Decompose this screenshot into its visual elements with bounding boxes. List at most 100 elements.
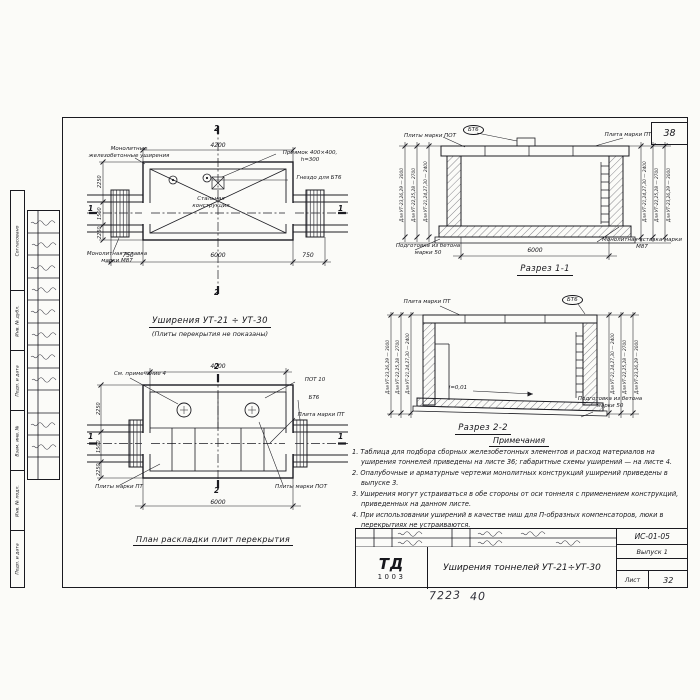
label-monolithic-insert: Монолитная вставка марки М87 bbox=[602, 237, 682, 250]
base-layer bbox=[412, 405, 608, 417]
insert-right bbox=[292, 419, 308, 468]
issue-number: Выпуск 1 bbox=[617, 545, 688, 559]
title-block-revision-grid bbox=[356, 529, 616, 548]
section-ticks bbox=[89, 374, 346, 488]
dim-4200: 4200 bbox=[210, 142, 226, 149]
label-pt-row: Плиты марки ПТ bbox=[95, 484, 143, 490]
plan-widening-title: Уширения УТ-21 ÷ УТ-30 bbox=[135, 316, 285, 328]
right-wall bbox=[608, 155, 624, 227]
leader-lines bbox=[119, 377, 301, 486]
dimension-ticks bbox=[402, 143, 668, 259]
section-1-1-title: Разрез 1-1 bbox=[513, 264, 577, 276]
label-steel-structure: Стальная конструкция bbox=[192, 196, 230, 209]
dim-rotated: Для УТ-21,24,27,30 — 2400 bbox=[406, 333, 411, 394]
section-1-1-drawing bbox=[399, 132, 671, 260]
socket-markers bbox=[168, 173, 212, 185]
section-2-2-title: Разрез 2-2 bbox=[433, 423, 533, 435]
section-ticks bbox=[89, 126, 346, 294]
tunnel-walls bbox=[87, 424, 348, 463]
label-monolithic-insert: Монолитная вставка марки М87 bbox=[86, 251, 148, 264]
base-layer bbox=[434, 236, 636, 244]
margin-cell: Взам. инв. № bbox=[11, 411, 24, 471]
tunnel-portal-step bbox=[435, 343, 450, 400]
dim-rotated: Для УТ-22,25,28 — 2700 bbox=[655, 168, 660, 222]
label-pot-row: Плиты марки ПОТ bbox=[274, 484, 327, 490]
logo-1003: 1003 bbox=[377, 573, 406, 581]
pit bbox=[211, 176, 225, 190]
ladder bbox=[600, 162, 609, 224]
section-flag-1: 1 bbox=[338, 432, 344, 441]
dim-rotated: 2250 bbox=[96, 402, 102, 415]
leader-lines bbox=[439, 303, 594, 418]
plan-widening-drawing bbox=[87, 126, 348, 294]
section-flag-2: 2 bbox=[214, 288, 220, 297]
roof-slab bbox=[422, 314, 598, 324]
slope-arrow bbox=[472, 390, 534, 397]
insert-left bbox=[128, 419, 144, 468]
empty-cell bbox=[617, 559, 688, 571]
plan-slabs-title: План раскладки плит перекрытия bbox=[118, 535, 308, 546]
revision-grid-lines bbox=[356, 529, 616, 548]
margin-cell: Подп. и дата bbox=[11, 531, 24, 587]
dim-rotated: Для УТ-23,26,29 — 3000 bbox=[635, 340, 640, 394]
dim-750: 750 bbox=[122, 252, 134, 259]
dim-rotated: Для УТ-23,26,29 — 3000 bbox=[400, 168, 405, 222]
roof-slabs bbox=[440, 145, 630, 157]
margin-table-grid bbox=[28, 211, 59, 479]
dim-6000: 6000 bbox=[210, 252, 226, 259]
label-pot-10: ПОТ 10 bbox=[304, 377, 326, 383]
slab-joints bbox=[464, 315, 546, 323]
floor-slab bbox=[438, 225, 632, 238]
dim-4000: 4000 bbox=[210, 363, 226, 370]
dim-rotated: 2250 bbox=[97, 226, 103, 239]
section-flag-2: 2 bbox=[214, 486, 220, 495]
dimension-ticks bbox=[388, 312, 636, 416]
margin-cell: Инв. № подл. bbox=[11, 471, 24, 531]
dim-rotated: 1500 bbox=[96, 440, 102, 453]
dim-6000: 6000 bbox=[527, 247, 543, 254]
title-block: ТД 1003 Уширения тоннелей УТ-21÷УТ-30 ИС… bbox=[355, 528, 688, 589]
handwritten-number: 40 bbox=[469, 589, 487, 604]
slab-joints bbox=[484, 146, 574, 156]
document-title-cell: Уширения тоннелей УТ-21÷УТ-30 bbox=[428, 547, 616, 589]
label-concrete-base: Подготовка из бетона марки 50 bbox=[395, 243, 461, 256]
dim-rotated: 2250 bbox=[96, 463, 102, 476]
section-2-2-drawing bbox=[387, 303, 639, 418]
document-title: Уширения тоннелей УТ-21÷УТ-30 bbox=[443, 563, 601, 573]
dim-rotated: 1500 bbox=[97, 207, 103, 220]
margin-stamp-strip: Согласовано Инв. № дубл. Подп. и дата Вз… bbox=[10, 190, 25, 588]
right-wall bbox=[582, 322, 598, 406]
dimension-ticks bbox=[100, 147, 328, 265]
left-wall bbox=[422, 322, 436, 406]
label-see-note-4: См. примечание 4 bbox=[113, 371, 167, 377]
left-wall bbox=[446, 155, 462, 227]
document-code: ИС-01-05 bbox=[617, 529, 688, 545]
margin-cell: Подп. и дата bbox=[11, 351, 24, 411]
handwritten-number: 7223 bbox=[428, 588, 462, 603]
dim-rotated: Для УТ-22,25,28 — 2700 bbox=[396, 340, 401, 394]
label-slabs-pot: Плиты марки ПОТ bbox=[403, 133, 456, 139]
note-item: 1. Таблица для подбора сборных железобет… bbox=[352, 448, 672, 466]
dim-6000: 6000 bbox=[210, 499, 226, 506]
dim-rotated: Для УТ-21,24,27,30 — 2400 bbox=[611, 333, 616, 394]
margin-label: Подп. и дата bbox=[15, 543, 20, 575]
margin-label: Инв. № дубл. bbox=[15, 304, 20, 337]
sheet-frame bbox=[62, 117, 688, 588]
dim-rotated: Для УТ-23,26,29 — 3000 bbox=[386, 340, 391, 394]
dim-rotated: Для УТ-22,25,28 — 2700 bbox=[623, 340, 628, 394]
monolithic-insert-left bbox=[110, 189, 130, 238]
widening-outer-wall bbox=[142, 161, 294, 241]
logo-td: ТД bbox=[378, 555, 405, 573]
label-socket: Гнездо для БТ6 bbox=[296, 175, 342, 181]
dimension-lines bbox=[99, 147, 331, 266]
label-btb-circled: БТ6 bbox=[463, 125, 484, 135]
section-flag-2: 2 bbox=[214, 124, 220, 133]
pt-slab-joints bbox=[171, 428, 265, 471]
label-pit: Приямок 400×400, h=300 bbox=[282, 150, 338, 163]
margin-label: Инв. № подл. bbox=[15, 484, 20, 517]
margin-cell: Согласовано bbox=[11, 191, 24, 291]
sheet-number: 32 bbox=[663, 575, 674, 585]
roof-socket-block bbox=[516, 137, 536, 147]
note-item: 4. При использовании уширений в качестве… bbox=[352, 511, 664, 529]
